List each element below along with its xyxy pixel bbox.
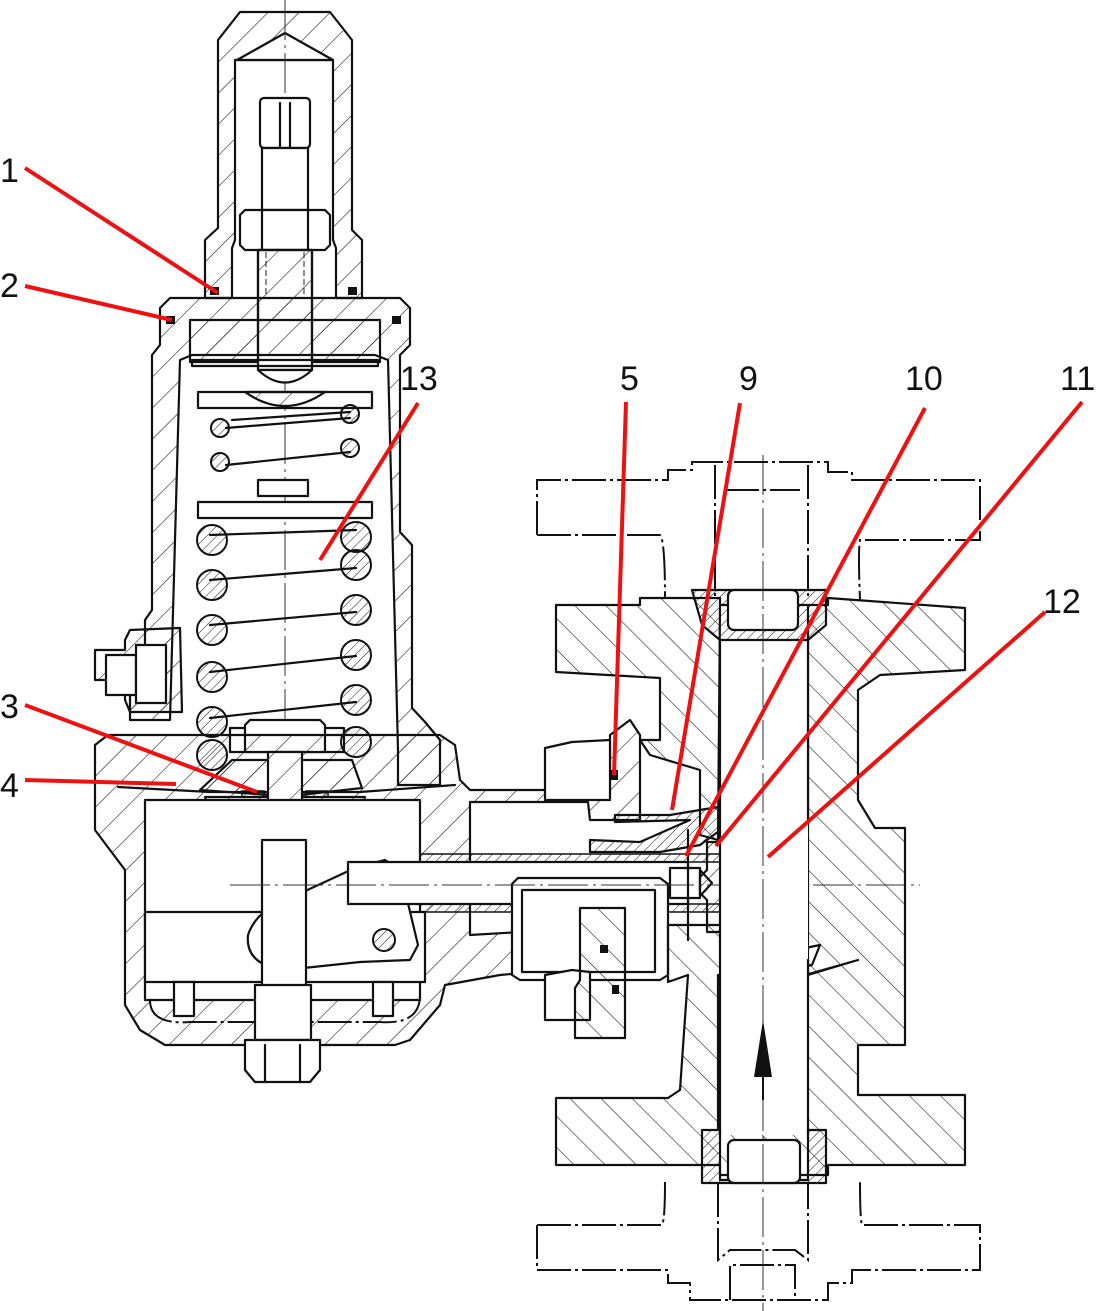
callout-label-2: 2	[0, 267, 19, 305]
callout-13: 13	[318, 360, 438, 562]
connecting-flange-outlines	[536, 461, 981, 1301]
callout-9: 9	[670, 360, 758, 811]
leader-line-10	[684, 407, 927, 857]
callout-12: 12	[766, 583, 1081, 859]
lever-mechanism	[143, 838, 427, 1084]
leader-line-9	[670, 402, 742, 811]
callout-label-12: 12	[1043, 583, 1081, 621]
leader-line-13	[318, 401, 420, 562]
leader-line-2	[24, 284, 173, 322]
callout-4: 4	[0, 767, 177, 805]
callout-label-11: 11	[1060, 360, 1095, 398]
callout-label-13: 13	[400, 360, 438, 398]
leader-line-11	[714, 400, 1084, 848]
callout-1: 1	[0, 152, 220, 295]
callout-label-4: 4	[0, 767, 19, 805]
callout-label-3: 3	[0, 688, 19, 726]
side-plug	[93, 626, 184, 714]
upper-spring	[210, 404, 360, 472]
callout-10: 10	[684, 360, 943, 857]
valve-body	[543, 455, 967, 1311]
leader-line-4	[24, 778, 177, 786]
leader-line-1	[23, 166, 220, 295]
callout-label-10: 10	[905, 360, 943, 398]
callout-5: 5	[612, 360, 639, 776]
leader-line-3	[24, 703, 258, 794]
leader-line-5	[612, 401, 628, 776]
callout-2: 2	[0, 267, 173, 322]
callout-label-5: 5	[620, 360, 639, 398]
callout-11: 11	[714, 360, 1095, 848]
callout-3: 3	[0, 688, 258, 794]
callout-label-1: 1	[0, 152, 19, 190]
flow-direction-arrow	[754, 1020, 772, 1100]
leader-line-12	[766, 610, 1047, 859]
callout-label-9: 9	[739, 360, 758, 398]
